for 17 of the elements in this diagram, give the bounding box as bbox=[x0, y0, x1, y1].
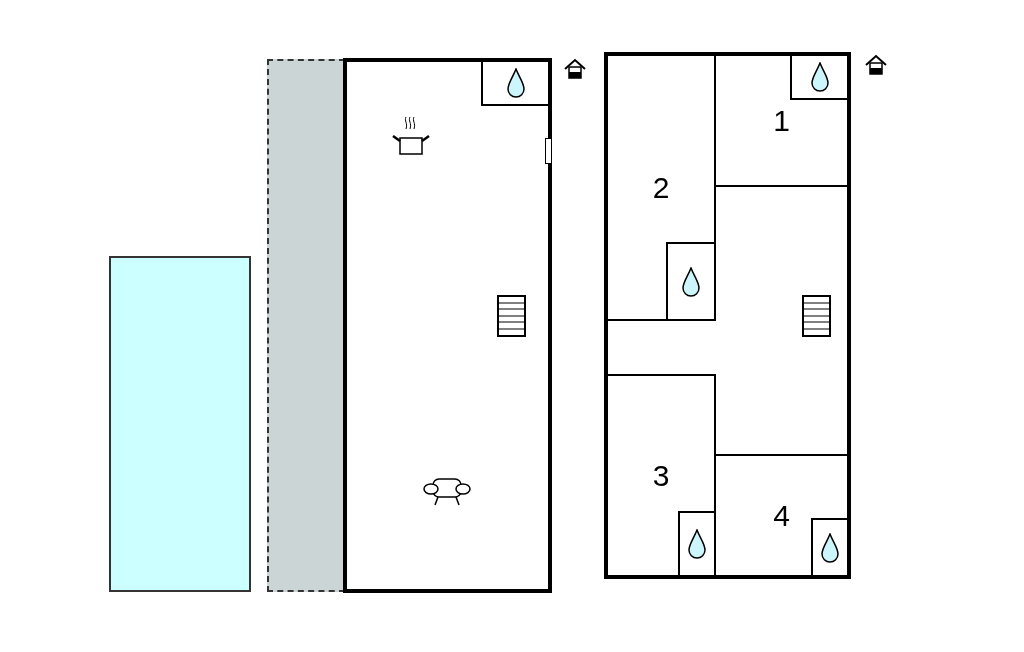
room-number: 3 bbox=[652, 460, 670, 491]
pool bbox=[109, 256, 251, 592]
room bbox=[608, 56, 716, 321]
room-number: 1 bbox=[773, 105, 790, 136]
room bbox=[608, 374, 716, 575]
bathroom bbox=[811, 518, 847, 575]
bathroom bbox=[790, 56, 847, 100]
house-floor bbox=[343, 58, 552, 593]
room bbox=[716, 56, 847, 187]
room-number: 2 bbox=[652, 172, 670, 203]
bathroom bbox=[678, 511, 714, 575]
house-floor bbox=[604, 52, 851, 579]
room bbox=[716, 454, 847, 575]
terrace-area bbox=[267, 59, 345, 592]
room-number: 4 bbox=[773, 500, 790, 531]
bathroom bbox=[481, 62, 548, 106]
bathroom bbox=[666, 242, 714, 319]
